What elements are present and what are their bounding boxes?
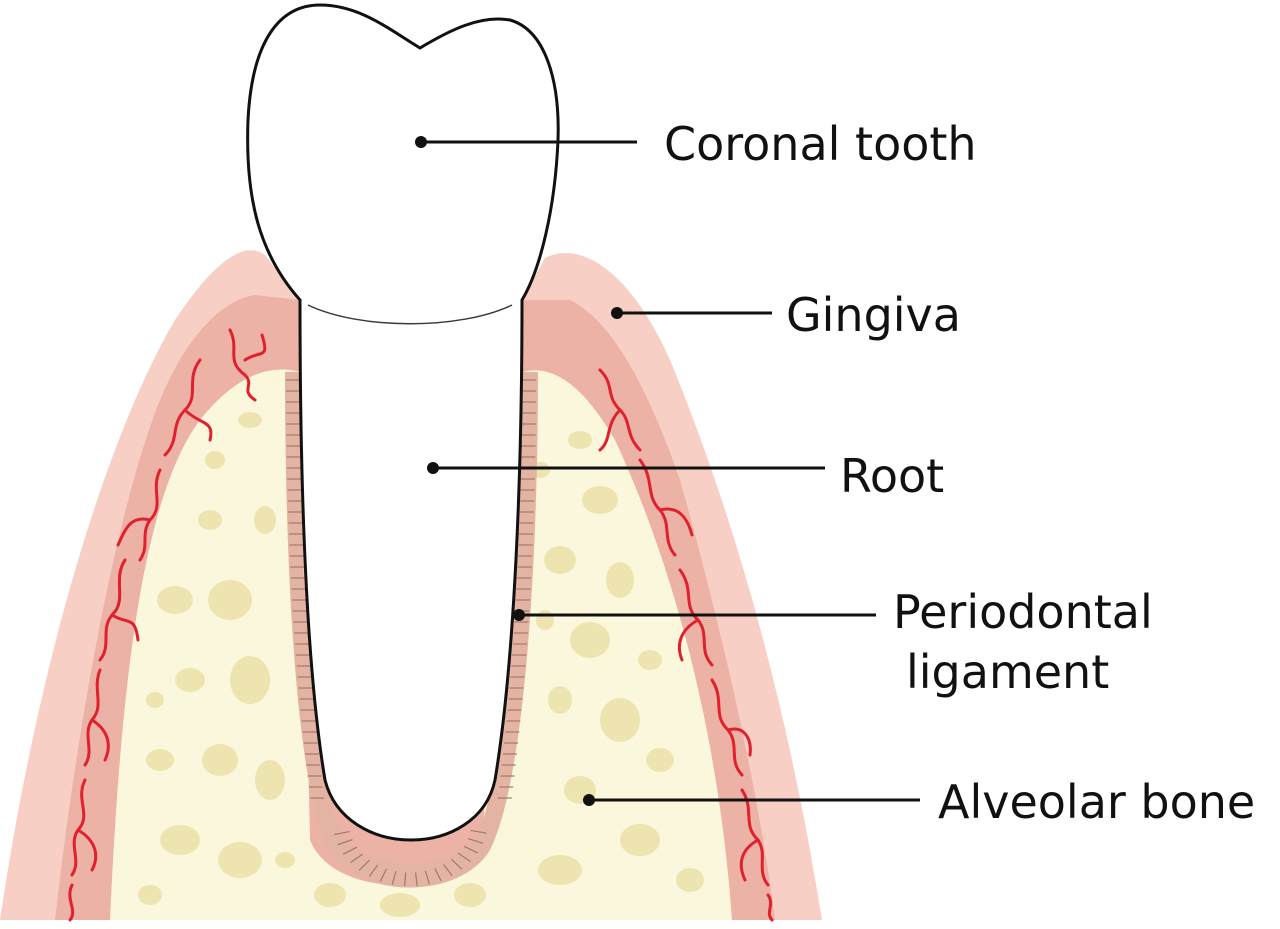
tooth — [246, 3, 560, 842]
leader-lines — [421, 140, 920, 802]
ligament-fiber — [358, 859, 371, 871]
ligament-fiber — [404, 872, 407, 887]
dot-periodontal-ligament — [513, 609, 525, 621]
ligament-fiber — [333, 830, 350, 836]
ligament-fiber — [350, 853, 363, 864]
label-ligament: ligament — [906, 645, 1109, 699]
ligament-fiber — [424, 870, 430, 885]
label-gingiva: Gingiva — [786, 288, 961, 342]
dot-coronal-tooth — [415, 136, 427, 148]
blood-vessels-left — [68, 328, 267, 922]
ligament-fiber — [470, 829, 487, 834]
label-alveolar-bone: Alveolar bone — [938, 775, 1255, 829]
ligament-fiber — [415, 872, 418, 887]
leader-dots — [415, 136, 623, 806]
ligament-fiber — [337, 839, 353, 846]
label-root: Root — [840, 449, 944, 503]
label-coronal-tooth: Coronal tooth — [664, 117, 977, 171]
ligament-fiber — [379, 868, 388, 882]
ligament-fiber — [463, 845, 478, 854]
ligament-fiber — [342, 846, 358, 855]
ligament-fiber — [434, 868, 442, 882]
ligament-fiber — [368, 864, 379, 877]
dot-gingiva — [611, 307, 623, 319]
dot-root — [427, 462, 439, 474]
ligament-fiber — [391, 871, 397, 885]
ligament-fiber — [457, 852, 471, 863]
label-periodontal: Periodontal — [893, 585, 1153, 639]
ligament-fiber — [443, 863, 453, 877]
ligament-fiber — [467, 837, 484, 844]
cemento-enamel-junction — [307, 304, 513, 325]
dot-alveolar-bone — [583, 794, 595, 806]
ligament-fiber — [450, 858, 463, 870]
blood-vessels-right — [598, 368, 774, 922]
